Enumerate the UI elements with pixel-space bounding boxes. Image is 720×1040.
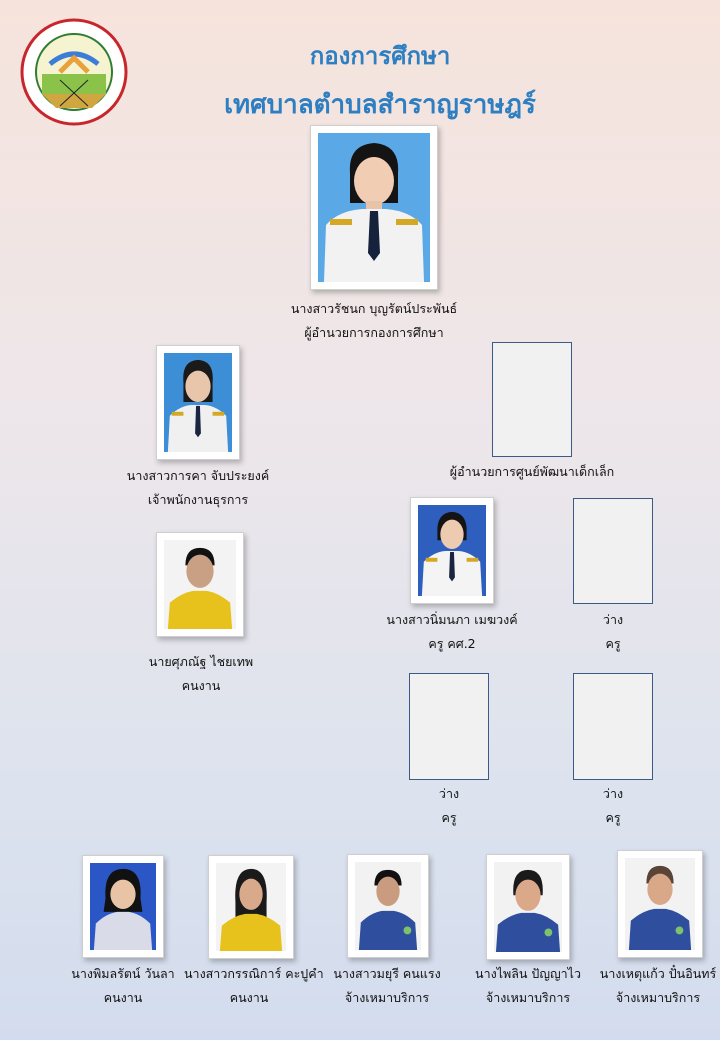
- staff1-role: คนงาน: [103, 990, 143, 1005]
- staff3-name: นางสาวมยุรี คนแรง: [333, 966, 441, 981]
- staff2-name: นางสาวกรรณิการ์ คะปูคำ: [184, 966, 324, 981]
- staff1-name: นางพิมลรัตน์ วันลา: [71, 966, 175, 981]
- staff5-name: นางเหตุแก้ว ปั๋นอินทร์: [599, 966, 717, 981]
- staff-photo: [486, 854, 570, 960]
- staff4-role: จ้างเหมาบริการ: [485, 990, 571, 1005]
- teacher1-role: ครู คศ.2: [428, 636, 476, 651]
- teacher-photo: [410, 497, 494, 604]
- municipality-logo: [20, 18, 128, 126]
- director-name: นางสาวรัชนก บุญรัตน์ประพันธ์: [290, 301, 458, 316]
- vacant3-name: ว่าง: [602, 786, 624, 801]
- director-role: ผู้อำนวยการกองการศึกษา: [304, 325, 444, 340]
- staff4-name: นางไพลิน ปัญญาไว: [475, 966, 581, 981]
- vacant-photo-frame: [573, 498, 653, 604]
- municipality-title: เทศบาลตำบลสำราญราษฎร์: [224, 90, 536, 120]
- vacant2-role: ครู: [441, 810, 457, 825]
- department-title: กองการศึกษา: [309, 42, 451, 70]
- vacant-photo-frame: [573, 673, 653, 780]
- staff3-role: จ้างเหมาบริการ: [344, 990, 430, 1005]
- staff-photo: [347, 854, 429, 958]
- worker-role: คนงาน: [181, 678, 221, 693]
- vacant3-role: ครู: [605, 810, 621, 825]
- vacant1-name: ว่าง: [602, 612, 624, 627]
- worker-name: นายศุภณัฐ ไชยเทพ: [148, 654, 254, 669]
- vacant2-name: ว่าง: [438, 786, 460, 801]
- clerk-name: นางสาวการคา จับประยงค์: [126, 468, 270, 483]
- staff2-role: คนงาน: [229, 990, 269, 1005]
- staff-photo: [82, 855, 164, 958]
- clerk-photo: [156, 345, 240, 460]
- staff5-role: จ้างเหมาบริการ: [615, 990, 701, 1005]
- center-director-role: ผู้อำนวยการศูนย์พัฒนาเด็กเล็ก: [449, 464, 615, 479]
- vacant1-role: ครู: [605, 636, 621, 651]
- staff-photo: [617, 850, 703, 958]
- worker-photo: [156, 532, 244, 637]
- teacher1-name: นางสาวนิ่มนภา เมฆวงค์: [386, 612, 518, 627]
- director-photo: [310, 125, 438, 290]
- clerk-role: เจ้าพนักงานธุรการ: [147, 492, 249, 507]
- vacant-photo-frame: [492, 342, 572, 457]
- vacant-photo-frame: [409, 673, 489, 780]
- staff-photo: [208, 855, 294, 959]
